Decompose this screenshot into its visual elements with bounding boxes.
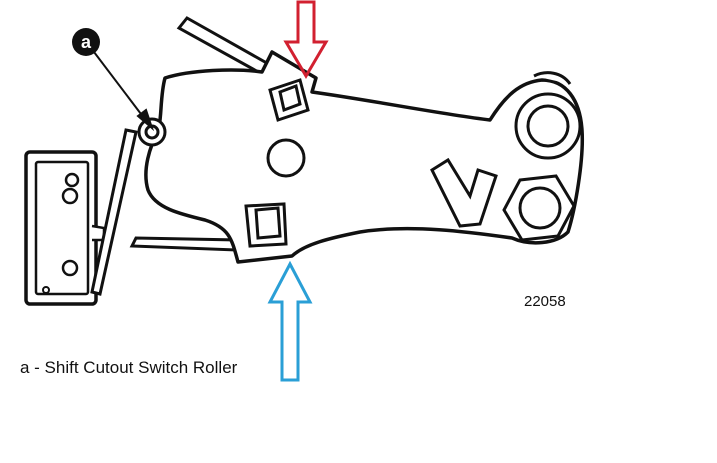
lower-cable-rod bbox=[129, 236, 240, 252]
center-hole bbox=[266, 138, 306, 178]
callout-leader bbox=[93, 51, 155, 132]
switch-lever bbox=[90, 128, 138, 296]
caption: a - Shift Cutout Switch Roller bbox=[20, 358, 238, 377]
lower-bolt bbox=[502, 174, 576, 242]
callout-letter: a bbox=[81, 32, 92, 52]
upper-bolt bbox=[514, 71, 582, 160]
red-arrow-down bbox=[283, 0, 329, 79]
lower-pocket bbox=[244, 202, 288, 248]
fork-slot bbox=[430, 157, 498, 228]
upper-pocket bbox=[268, 78, 310, 122]
figure-number: 22058 bbox=[524, 293, 566, 310]
switch-roller bbox=[137, 117, 167, 147]
shift-cutout-switch bbox=[24, 150, 106, 306]
upper-cable-rod bbox=[176, 16, 275, 76]
callout-a: a bbox=[72, 28, 100, 56]
blue-arrow-up bbox=[267, 260, 313, 382]
